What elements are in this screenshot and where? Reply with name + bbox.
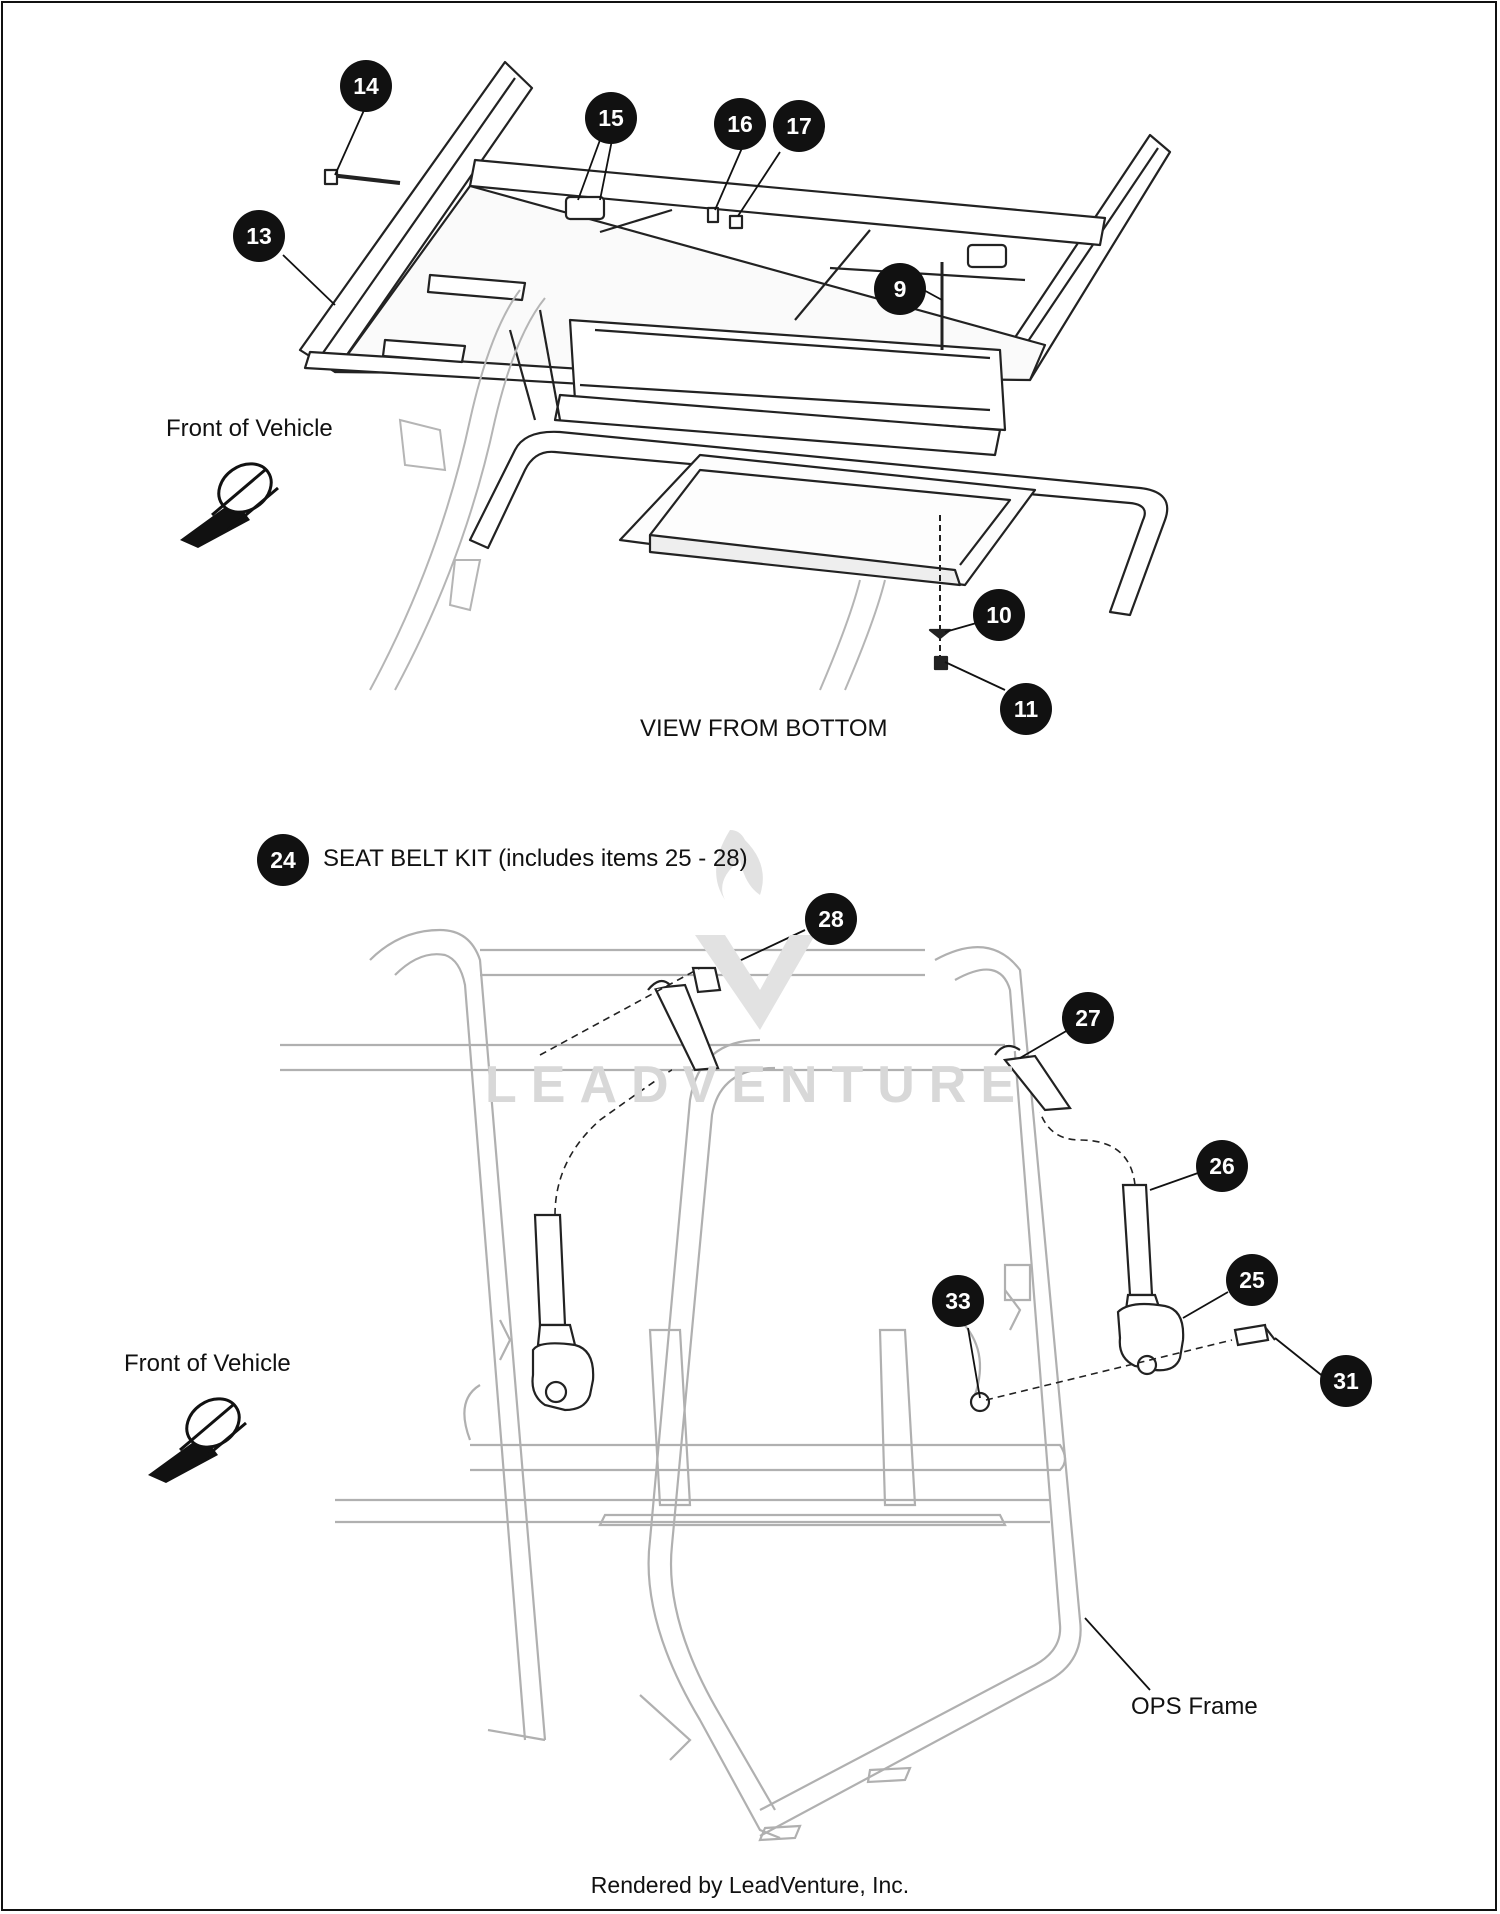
callout-14[interactable]: 14: [340, 60, 392, 112]
callout-28[interactable]: 28: [805, 893, 857, 945]
front-arrow-icon: [148, 1397, 247, 1483]
front-of-vehicle-label-top: Front of Vehicle: [166, 415, 333, 442]
callout-15[interactable]: 15: [585, 92, 637, 144]
callout-27[interactable]: 27: [1062, 992, 1114, 1044]
belt-routing-lines: [539, 967, 1233, 1401]
callout-9[interactable]: 9: [874, 263, 926, 315]
front-arrow-icon: [180, 462, 279, 548]
callout-11[interactable]: 11: [1000, 683, 1052, 735]
front-of-vehicle-label-bottom: Front of Vehicle: [124, 1350, 291, 1377]
watermark-text: LEADVENTURE: [485, 1056, 1030, 1114]
callout-31[interactable]: 31: [1320, 1355, 1372, 1407]
seat-base-assembly: [298, 60, 1172, 671]
footer-credit: Rendered by LeadVenture, Inc.: [590, 1872, 910, 1898]
background-frame-tubing-top: [369, 289, 886, 691]
ops-frame: [280, 928, 1082, 1842]
callout-17[interactable]: 17: [773, 100, 825, 152]
callout-13[interactable]: 13: [233, 210, 285, 262]
callout-25[interactable]: 25: [1226, 1254, 1278, 1306]
callout-10[interactable]: 10: [973, 589, 1025, 641]
callout-33[interactable]: 33: [932, 1275, 984, 1327]
leader-lines-top: [282, 107, 1006, 691]
callout-16[interactable]: 16: [714, 98, 766, 150]
logo-flame-icon: [695, 830, 815, 1030]
seat-belt-right: [969, 1044, 1276, 1413]
callout-24[interactable]: 24: [257, 834, 309, 886]
seat-belt-kit-label: SEAT BELT KIT (includes items 25 - 28): [323, 845, 748, 872]
seat-belt-left: [531, 966, 722, 1412]
callout-26[interactable]: 26: [1196, 1140, 1248, 1192]
ops-frame-label: OPS Frame: [1131, 1693, 1258, 1720]
view-caption: VIEW FROM BOTTOM: [640, 715, 888, 742]
